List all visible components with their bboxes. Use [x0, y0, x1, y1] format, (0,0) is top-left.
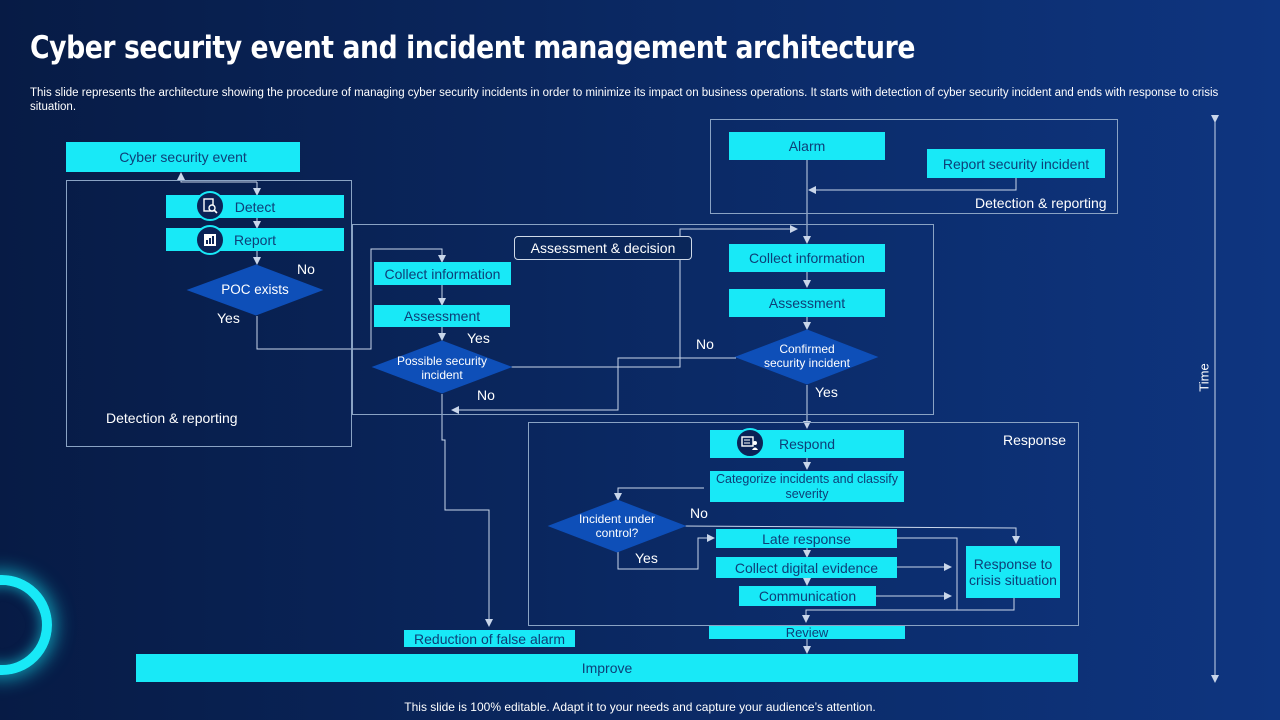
right-collect-box: Collect information [729, 244, 885, 272]
possible-diamond-shape [371, 340, 513, 394]
late-response-box: Late response [716, 529, 897, 548]
right-assessment-box: Assessment [729, 289, 885, 317]
control-no-label: No [690, 505, 708, 521]
page-subtitle: This slide represents the architecture s… [30, 87, 1219, 113]
report-label: Report [233, 231, 277, 248]
categorize-box: Categorize incidents and classify severi… [710, 471, 904, 502]
cyber-security-event-box: Cyber security event [66, 142, 300, 172]
poc-diamond-label: POC exists [221, 282, 289, 297]
review-box: Review [709, 625, 905, 640]
detect-label: Detect [234, 198, 276, 215]
possible-diamond-label: Possible security incident [396, 354, 488, 382]
report-chart-icon [195, 225, 225, 255]
right-detection-outline [710, 119, 1118, 214]
poc-diamond-shape [186, 264, 324, 316]
alarm-box: Alarm [729, 132, 885, 160]
control-yes-label: Yes [635, 550, 658, 566]
right-no-label: No [696, 336, 714, 352]
confirmed-diamond-label: Confirmed security incident [763, 342, 851, 370]
middle-yes-label: Yes [467, 330, 490, 346]
report-box: Report [166, 228, 344, 251]
detect-box: Detect [166, 195, 344, 218]
report-security-incident-box: Report security incident [927, 149, 1105, 178]
left-group-label: Detection & reporting [106, 410, 238, 426]
time-axis-label: Time [1196, 363, 1212, 392]
middle-collect-box: Collect information [374, 262, 511, 285]
response-group-label: Response [1003, 432, 1067, 448]
search-document-icon [195, 191, 225, 221]
poc-no-label: No [297, 261, 315, 277]
assessment-group-outline [352, 224, 934, 415]
page-title: Cyber security event and incident manage… [30, 30, 915, 66]
right-yes-label: Yes [815, 384, 838, 400]
middle-assessment-box: Assessment [374, 305, 510, 327]
footer-note: This slide is 100% editable. Adapt it to… [404, 700, 876, 714]
control-diamond-shape [547, 499, 687, 553]
left-group-outline [66, 180, 352, 447]
respond-label: Respond [778, 436, 836, 452]
middle-no-label: No [477, 387, 495, 403]
crisis-response-box: Response to crisis situation [966, 546, 1060, 598]
reduction-false-alarm-box: Reduction of false alarm [404, 630, 575, 647]
communication-box: Communication [739, 586, 876, 606]
assessment-decision-label: Assessment & decision [514, 236, 692, 260]
poc-yes-label: Yes [217, 310, 240, 326]
control-diamond-label: Incident under control? [578, 512, 656, 540]
collect-evidence-box: Collect digital evidence [716, 557, 897, 578]
right-detection-label: Detection & reporting [975, 195, 1107, 211]
improve-box: Improve [136, 654, 1078, 682]
computer-user-icon [735, 428, 765, 458]
confirmed-diamond-shape [734, 329, 879, 385]
response-group-outline [528, 422, 1079, 626]
